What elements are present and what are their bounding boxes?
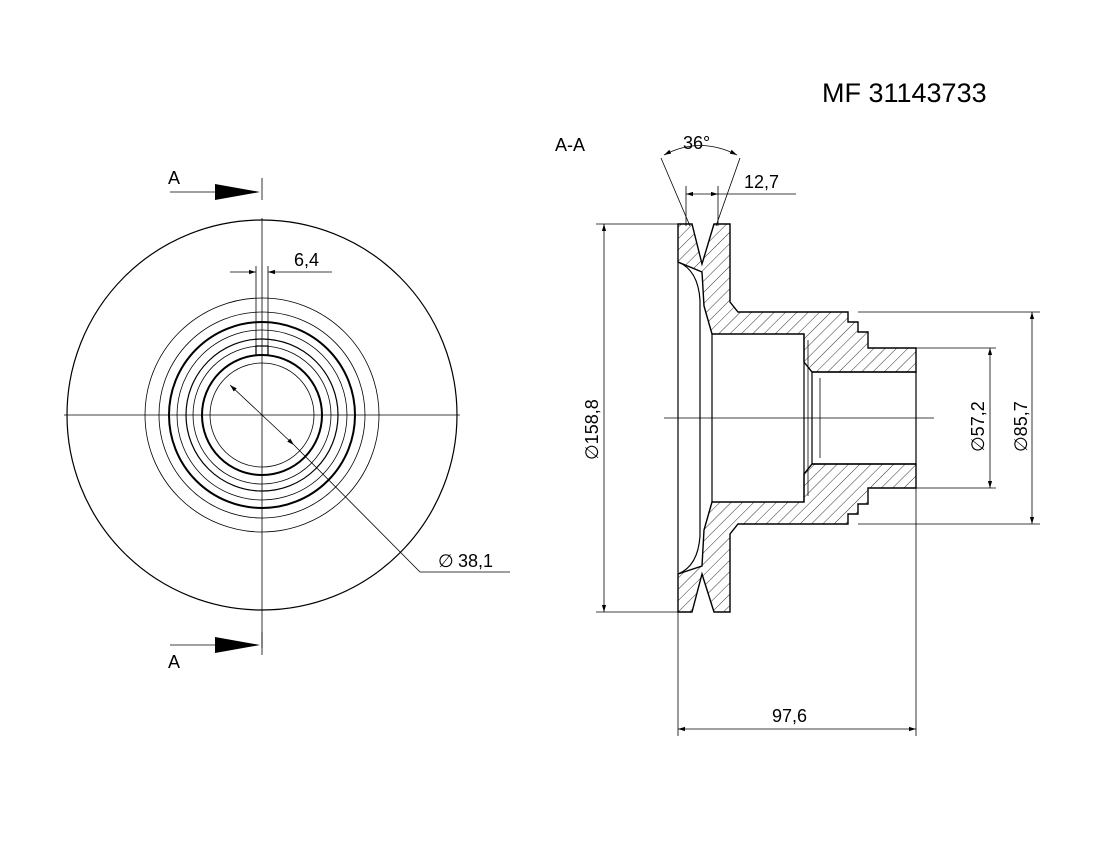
section-upper-hatch	[677, 223, 917, 373]
section-view: A-A 36° 12,7 ∅158,8	[555, 133, 1040, 736]
key-width-label: 6,4	[294, 250, 319, 270]
overall-length-label: 97,6	[772, 706, 807, 726]
groove-width-label: 12,7	[744, 172, 779, 192]
rim-inner-curve-top	[677, 261, 701, 301]
drawing-title: MF 31143733	[822, 78, 987, 108]
groove-flank-left	[660, 157, 691, 227]
bore-dim-line	[229, 384, 295, 446]
outer-diameter-label: ∅158,8	[582, 399, 602, 460]
groove-angle-arc	[663, 145, 738, 156]
section-mark-top: A	[168, 168, 180, 188]
section-lower-hatch	[677, 463, 917, 613]
bore-diameter-symbol: ∅	[438, 551, 454, 571]
hub-inner-label: ∅57,2	[968, 401, 988, 452]
section-arrow-bottom	[215, 637, 260, 653]
bore-leader	[293, 444, 510, 573]
bore-diameter-label: 38,1	[458, 551, 493, 571]
section-arrow-top	[215, 184, 260, 200]
groove-flank-right	[715, 157, 741, 227]
rim-inner-curve-bottom	[677, 535, 701, 575]
section-view-label: A-A	[555, 135, 585, 155]
front-view: 6,4 ∅ 38,1 A A	[64, 168, 510, 672]
section-mark-bottom: A	[168, 652, 180, 672]
groove-angle-label: 36°	[683, 133, 710, 153]
hub-outer-label: ∅85,7	[1011, 401, 1031, 452]
